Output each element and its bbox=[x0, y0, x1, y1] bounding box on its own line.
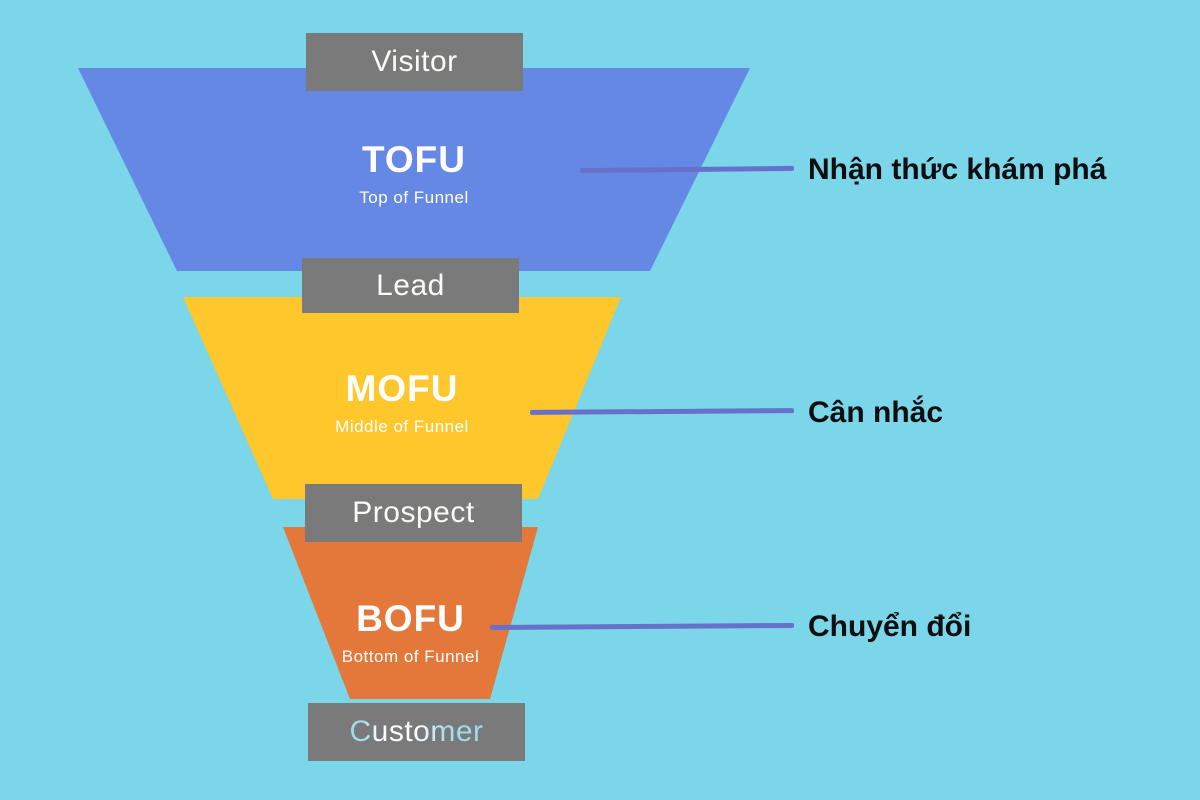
milestone-label-lead: Lead bbox=[376, 268, 445, 302]
milestone-box-customer: Customer bbox=[308, 703, 525, 761]
tofu-subtitle-label: Top of Funnel bbox=[359, 188, 469, 207]
tofu-stage-text: TOFU Top of Funnel bbox=[78, 140, 750, 209]
mofu-acronym-label: MOFU bbox=[345, 368, 459, 409]
tofu-acronym-label: TOFU bbox=[361, 139, 467, 180]
mofu-subtitle-label: Middle of Funnel bbox=[335, 417, 469, 436]
milestone-box-lead: Lead bbox=[302, 258, 519, 313]
bofu-annotation-label: Chuyển đổi bbox=[808, 610, 972, 643]
bofu-connector-line bbox=[489, 622, 795, 631]
mofu-stage-text: MOFU Middle of Funnel bbox=[183, 369, 621, 438]
funnel-stage-mofu: MOFU Middle of Funnel bbox=[183, 297, 621, 499]
tofu-annotation-label: Nhận thức khám phá bbox=[808, 153, 1107, 186]
bofu-stage-text: BOFU Bottom of Funnel bbox=[283, 599, 538, 668]
funnel-stage-bofu: BOFU Bottom of Funnel bbox=[283, 527, 538, 699]
milestone-label-visitor: Visitor bbox=[371, 45, 458, 78]
milestone-box-prospect: Prospect bbox=[305, 484, 522, 542]
mofu-connector-line bbox=[529, 408, 795, 415]
milestone-box-visitor: Visitor bbox=[306, 33, 523, 91]
mofu-annotation-label: Cân nhắc bbox=[808, 396, 944, 429]
milestone-label-prospect: Prospect bbox=[352, 496, 475, 529]
bofu-acronym-label: BOFU bbox=[356, 598, 465, 639]
bofu-subtitle-label: Bottom of Funnel bbox=[341, 647, 480, 666]
milestone-label-customer: Customer bbox=[349, 715, 484, 748]
